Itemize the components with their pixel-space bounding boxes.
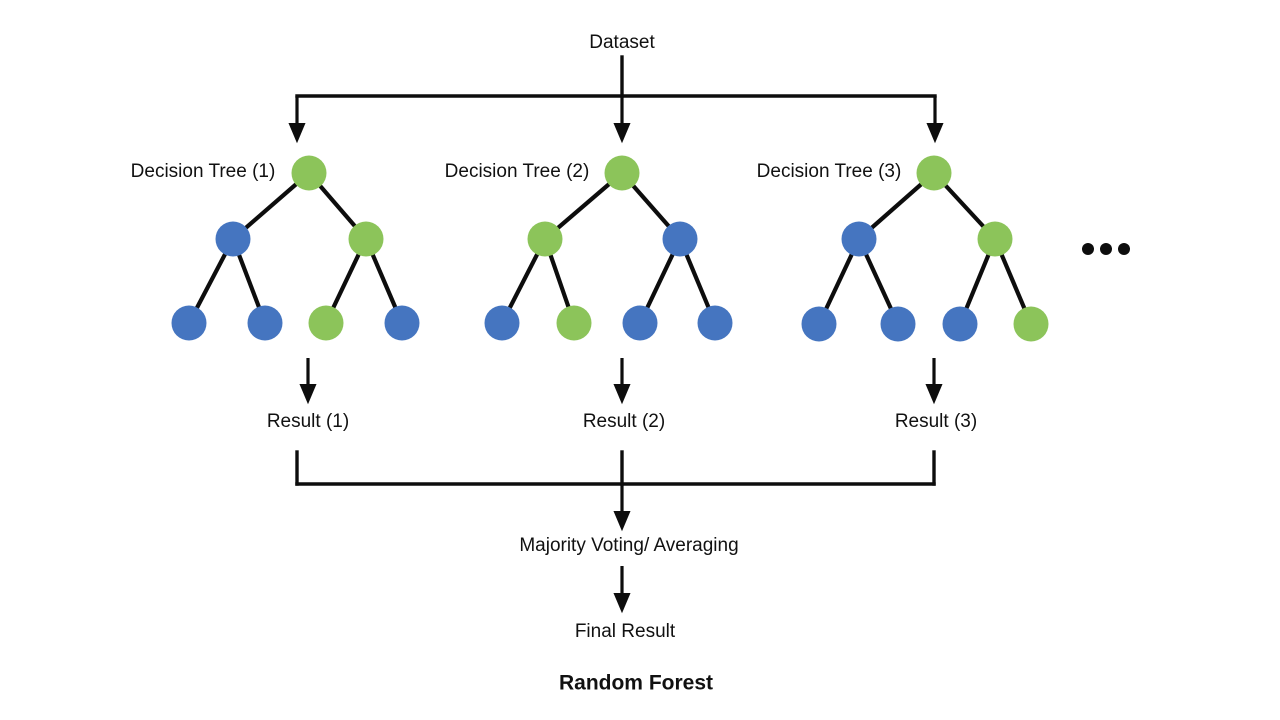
tree-3-root-node — [916, 155, 952, 191]
tree-1-leaf-node-4 — [384, 305, 420, 341]
tree-3-level1-node-right — [977, 221, 1013, 257]
tree-3-level1-node-left — [841, 221, 877, 257]
result-2-label: Result (2) — [583, 411, 665, 432]
tree-1-leaf-node-2 — [247, 305, 283, 341]
tree-1-root-node — [291, 155, 327, 191]
tree-3-leaf-node-3 — [942, 306, 978, 342]
more-trees-ellipsis-icon — [1082, 243, 1130, 255]
decision-tree-1-label: Decision Tree (1) — [131, 161, 276, 182]
tree-2-root-node — [604, 155, 640, 191]
tree-3-leaf-node-2 — [880, 306, 916, 342]
tree-2-level1-node-right — [662, 221, 698, 257]
tree-1-level1-node-right — [348, 221, 384, 257]
tree-2-leaf-node-3 — [622, 305, 658, 341]
decision-tree-3-label: Decision Tree (3) — [757, 161, 902, 182]
dataset-label: Dataset — [589, 32, 655, 53]
decision-tree-1: Decision Tree (1) Result (1) — [131, 155, 420, 432]
tree-2-level1-node-left — [527, 221, 563, 257]
decision-tree-2: Decision Tree (2) Result (2) — [445, 155, 733, 432]
tree-3-leaf-node-4 — [1013, 306, 1049, 342]
result-1-label: Result (1) — [267, 411, 349, 432]
result-3-label: Result (3) — [895, 411, 977, 432]
decision-tree-3: Decision Tree (3) Result (3) — [757, 155, 1049, 432]
tree-1-leaf-node-1 — [171, 305, 207, 341]
final-result-label: Final Result — [575, 621, 676, 642]
tree-2-leaf-node-4 — [697, 305, 733, 341]
tree-3-leaf-node-1 — [801, 306, 837, 342]
tree-1-level1-node-left — [215, 221, 251, 257]
tree-2-leaf-node-2 — [556, 305, 592, 341]
tree-2-leaf-node-1 — [484, 305, 520, 341]
dataset-distribution-connector — [288, 55, 944, 144]
results-merge-connector — [295, 450, 936, 532]
aggregation-label: Majority Voting/ Averaging — [519, 535, 738, 556]
decision-tree-2-label: Decision Tree (2) — [445, 161, 590, 182]
tree-1-leaf-node-3 — [308, 305, 344, 341]
diagram-title: Random Forest — [559, 672, 713, 695]
